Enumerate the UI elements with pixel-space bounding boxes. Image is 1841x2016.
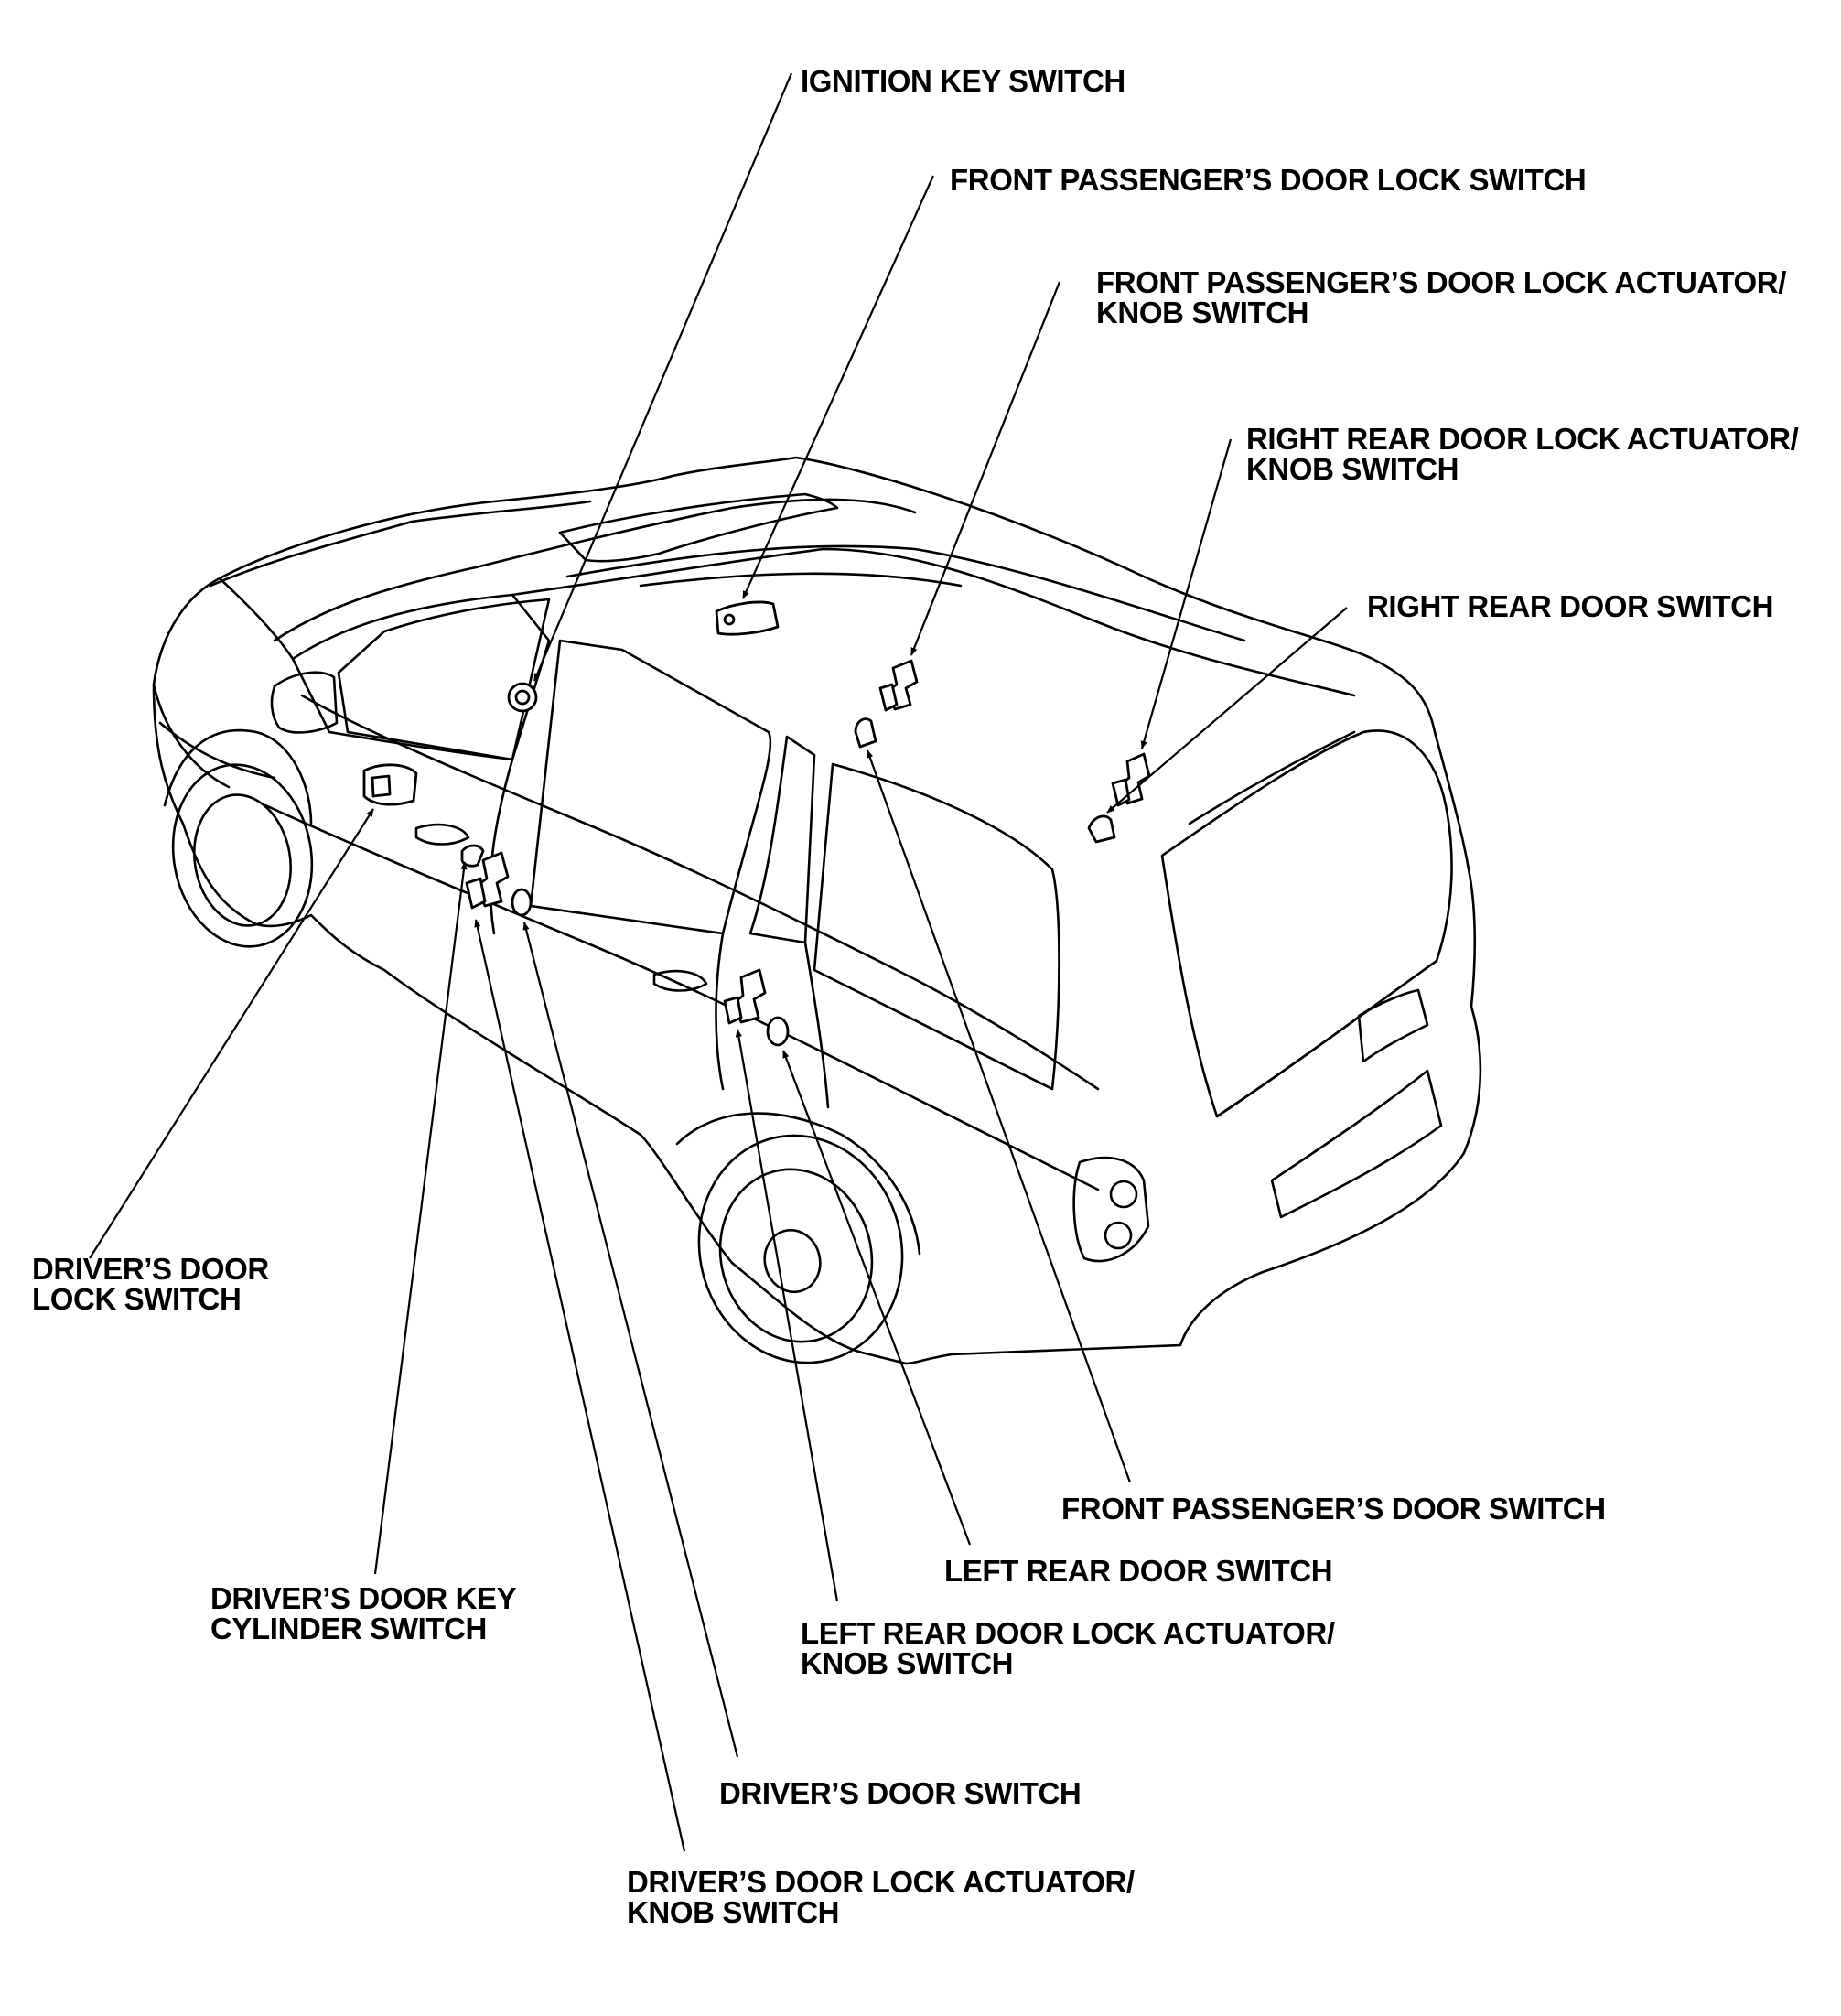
leader-drivers-door-lock-actuator xyxy=(474,919,686,1852)
leader-front-passenger-door-lock-switch xyxy=(741,175,935,599)
label-line: KNOB SWITCH xyxy=(627,1895,840,1929)
leader-front-passenger-door-switch xyxy=(866,749,1132,1483)
leader-drivers-door-key-cylinder-switch xyxy=(373,861,468,1575)
label-line: KNOB SWITCH xyxy=(1096,296,1309,329)
label-line: FRONT PASSENGER’S DOOR SWITCH xyxy=(1061,1492,1606,1525)
label-line: FRONT PASSENGER’S DOOR LOCK SWITCH xyxy=(950,163,1587,197)
right-rear-lock-actuator-icon xyxy=(1111,752,1151,807)
vehicle-body xyxy=(152,456,1482,1365)
label-front-passenger-door-lock-actuator: FRONT PASSENGER’S DOOR LOCK ACTUATOR/ KN… xyxy=(1096,267,1786,328)
leader-right-rear-lock-actuator xyxy=(1140,438,1233,749)
front-passenger-lock-actuator-icon xyxy=(878,659,919,712)
label-line: RIGHT REAR DOOR LOCK ACTUATOR/ xyxy=(1246,422,1799,456)
leader-ignition-key-switch xyxy=(533,72,793,682)
label-drivers-door-lock-actuator: DRIVER’S DOOR LOCK ACTUATOR/ KNOB SWITCH xyxy=(627,1867,1135,1927)
front-passenger-door-switch-icon xyxy=(854,717,877,749)
label-line: KNOB SWITCH xyxy=(1246,452,1459,486)
leader-drivers-door-lock-switch xyxy=(89,808,374,1259)
drivers-door-lock-actuator-icon xyxy=(465,851,510,910)
label-right-rear-door-lock-actuator: RIGHT REAR DOOR LOCK ACTUATOR/ KNOB SWIT… xyxy=(1246,422,1799,486)
label-line: LOCK SWITCH xyxy=(32,1282,242,1316)
label-line: RIGHT REAR DOOR SWITCH xyxy=(1367,589,1774,623)
drivers-door-lock-switch-icon xyxy=(362,763,418,806)
label-line: LEFT REAR DOOR LOCK ACTUATOR/ xyxy=(801,1616,1335,1650)
label-line: IGNITION KEY SWITCH xyxy=(801,64,1125,98)
label-front-passenger-door-switch: FRONT PASSENGER’S DOOR SWITCH xyxy=(1061,1493,1606,1524)
label-line: CYLINDER SWITCH xyxy=(210,1612,487,1645)
left-rear-lock-actuator-icon xyxy=(723,968,767,1025)
leader-right-rear-door-switch xyxy=(1106,607,1348,814)
label-line: KNOB SWITCH xyxy=(801,1646,1014,1680)
leader-lines xyxy=(89,72,1348,1852)
drivers-door-switch-icon xyxy=(511,888,533,917)
component-glyphs xyxy=(362,600,1151,1047)
front-passenger-door-lock-switch-icon xyxy=(715,600,780,636)
label-drivers-door-lock-switch: DRIVER’S DOOR LOCK SWITCH xyxy=(32,1254,269,1314)
label-line: FRONT PASSENGER’S DOOR LOCK ACTUATOR/ xyxy=(1096,265,1786,299)
leader-left-rear-door-switch xyxy=(781,1050,972,1546)
label-left-rear-door-switch: LEFT REAR DOOR SWITCH xyxy=(944,1554,1333,1588)
label-right-rear-door-switch: RIGHT REAR DOOR SWITCH xyxy=(1367,591,1773,621)
leader-front-passenger-lock-actuator xyxy=(910,281,1061,656)
label-left-rear-door-lock-actuator: LEFT REAR DOOR LOCK ACTUATOR/ KNOB SWITC… xyxy=(801,1618,1335,1678)
label-line: DRIVER’S DOOR SWITCH xyxy=(719,1776,1082,1810)
label-drivers-door-switch: DRIVER’S DOOR SWITCH xyxy=(719,1776,1082,1810)
left-rear-door-switch-icon xyxy=(766,1016,790,1047)
right-rear-door-switch-icon xyxy=(1087,814,1116,844)
leader-drivers-door-switch xyxy=(522,922,739,1758)
label-ignition-key-switch: IGNITION KEY SWITCH xyxy=(801,66,1125,96)
label-line: DRIVER’S DOOR KEY xyxy=(210,1581,517,1615)
label-line: LEFT REAR DOOR SWITCH xyxy=(944,1554,1333,1588)
label-front-passenger-door-lock-switch: FRONT PASSENGER’S DOOR LOCK SWITCH xyxy=(950,163,1587,197)
label-drivers-door-key-cylinder-switch: DRIVER’S DOOR KEY CYLINDER SWITCH xyxy=(210,1581,517,1645)
label-line: DRIVER’S DOOR LOCK ACTUATOR/ xyxy=(627,1865,1135,1899)
ignition-key-switch-icon xyxy=(507,682,538,713)
label-line: DRIVER’S DOOR xyxy=(32,1252,269,1286)
leader-left-rear-lock-actuator xyxy=(735,1029,839,1602)
